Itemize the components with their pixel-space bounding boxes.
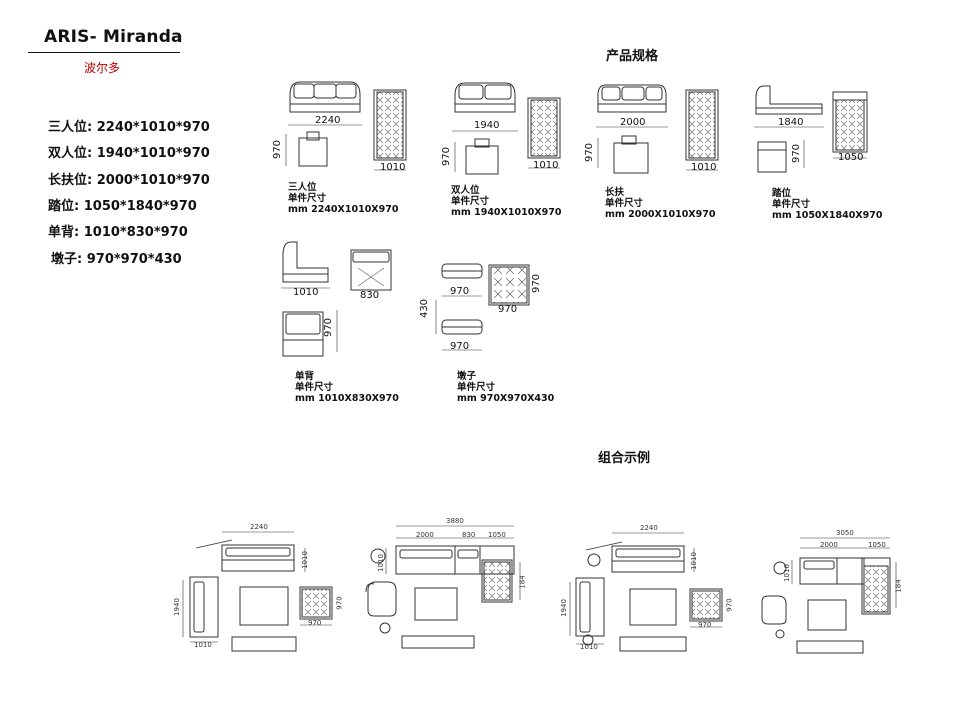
- combo-4-dim-chaise: 1050: [868, 541, 886, 549]
- combo-1-dim-depth: 1010: [300, 551, 309, 569]
- caption-ottoman-size: mm 970X970X430: [457, 393, 555, 404]
- module-three-seat-drawing: [285, 81, 407, 171]
- caption-single-back-name: 单背: [295, 371, 315, 382]
- combo-2-drawing: [365, 525, 521, 649]
- dim-three-seat-width: 2240: [315, 115, 341, 126]
- combo-4-dim-chaise-length: 184: [894, 579, 903, 593]
- combo-1-drawing: [182, 531, 333, 652]
- caption-chaise-label: 单件尺寸: [772, 199, 811, 210]
- caption-chaise-name: 踏位: [772, 188, 792, 199]
- combo-1-dim-width: 2240: [250, 523, 268, 531]
- product-title: ARIS- Miranda: [44, 27, 183, 47]
- caption-two-seat-name: 双人位: [451, 185, 480, 196]
- caption-three-seat-label: 单件尺寸: [288, 193, 327, 204]
- spec-line-three-seat: 三人位: 2240*1010*970: [48, 120, 210, 135]
- combo-1-dim-chaise: 1010: [194, 641, 212, 649]
- dim-chaise-width: 1050: [838, 152, 864, 163]
- combo-2-dim-chaise: 1050: [488, 531, 506, 539]
- combo-3-dim-depth: 1010: [689, 552, 698, 570]
- dim-single-back-width: 1010: [293, 287, 319, 298]
- caption-three-seat-size: mm 2240X1010X970: [288, 204, 399, 215]
- module-long-arm-drawing: [596, 84, 719, 174]
- combo-examples-heading: 组合示例: [598, 451, 651, 466]
- dim-chaise-height: 970: [791, 143, 803, 164]
- dim-two-seat-width: 1940: [474, 120, 500, 131]
- dim-three-seat-depth: 1010: [380, 162, 406, 173]
- module-single-back-drawing: [281, 241, 392, 357]
- dim-ottoman-plan-bottom: 970: [498, 304, 518, 315]
- dim-two-seat-depth: 1010: [533, 160, 559, 171]
- caption-single-back-label: 单件尺寸: [295, 382, 334, 393]
- dim-long-arm-depth: 1010: [691, 162, 717, 173]
- dim-ottoman-plan-side: 970: [531, 273, 543, 294]
- combo-1-dim-ottoman: 970: [308, 619, 322, 627]
- caption-two-seat: 双人位 单件尺寸 mm 1940X1010X970: [451, 185, 561, 218]
- module-two-seat-drawing: [452, 82, 561, 175]
- module-chaise-drawing: [754, 85, 868, 173]
- combo-3-dim-ottoman: 970: [698, 621, 712, 629]
- spec-line-single-back: 单背: 1010*830*970: [48, 225, 188, 240]
- caption-two-seat-label: 单件尺寸: [451, 196, 490, 207]
- caption-long-arm-label: 单件尺寸: [605, 198, 644, 209]
- spec-line-two-seat: 双人位: 1940*1010*970: [48, 146, 210, 161]
- module-ottoman-drawing: [435, 263, 530, 351]
- title-underline: [28, 52, 180, 53]
- product-spec-heading: 产品规格: [606, 49, 659, 64]
- combo-4-dim-long-arm: 2000: [820, 541, 838, 549]
- caption-ottoman-name: 墩子: [457, 371, 477, 382]
- combo-4-dim-depth: 1010: [782, 564, 791, 582]
- caption-three-seat-name: 三人位: [288, 182, 317, 193]
- product-subtitle: 波尔多: [84, 61, 121, 75]
- dim-long-arm-width: 2000: [620, 117, 646, 128]
- caption-two-seat-size: mm 1940X1010X970: [451, 207, 562, 218]
- dim-chaise-length: 1840: [778, 117, 804, 128]
- combo-3-dim-width: 2240: [640, 524, 658, 532]
- caption-single-back-size: mm 1010X830X970: [295, 393, 399, 404]
- combo-3-drawing: [569, 532, 723, 652]
- combo-1-dim-ottoman-side: 970: [335, 596, 344, 610]
- dim-three-seat-height: 970: [272, 139, 284, 160]
- combo-3-dim-side: 1940: [559, 599, 568, 617]
- combo-2-dim-long-arm: 2000: [416, 531, 434, 539]
- caption-three-seat: 三人位 单件尺寸 mm 2240X1010X970: [288, 182, 398, 215]
- caption-chaise: 踏位 单件尺寸 mm 1050X1840X970: [772, 188, 882, 221]
- caption-long-arm: 长扶 单件尺寸 mm 2000X1010X970: [605, 187, 715, 220]
- combo-4-drawing: [761, 537, 897, 654]
- combo-4-dim-total: 3050: [836, 529, 854, 537]
- dim-ottoman-width-top: 970: [450, 286, 470, 297]
- combo-3-dim-ottoman-side: 970: [725, 598, 734, 612]
- caption-long-arm-name: 长扶: [605, 187, 625, 198]
- caption-single-back: 单背 单件尺寸 mm 1010X830X970: [295, 371, 399, 404]
- spec-line-ottoman: 墩子: 970*970*430: [51, 252, 182, 267]
- combo-2-dim-depth: 1010: [376, 554, 385, 572]
- caption-ottoman-label: 单件尺寸: [457, 382, 496, 393]
- combo-2-dim-chaise-length: 184: [518, 575, 527, 589]
- dim-ottoman-height: 430: [419, 298, 431, 319]
- dim-long-arm-height: 970: [584, 142, 596, 163]
- combo-3-dim-chaise: 1010: [580, 643, 598, 651]
- caption-chaise-size: mm 1050X1840X970: [772, 210, 883, 221]
- caption-long-arm-size: mm 2000X1010X970: [605, 209, 716, 220]
- combo-1-dim-side: 1940: [172, 598, 181, 616]
- dim-two-seat-height: 970: [441, 146, 453, 167]
- combo-2-dim-single: 830: [462, 531, 476, 539]
- combo-2-dim-total: 3880: [446, 517, 464, 525]
- spec-line-long-arm: 长扶位: 2000*1010*970: [48, 173, 210, 188]
- caption-ottoman: 墩子 单件尺寸 mm 970X970X430: [457, 371, 554, 404]
- dim-single-back-depth: 830: [360, 290, 380, 301]
- spec-line-chaise: 踏位: 1050*1840*970: [48, 199, 197, 214]
- dim-single-back-height: 970: [323, 317, 335, 338]
- dim-ottoman-width-bottom: 970: [450, 341, 470, 352]
